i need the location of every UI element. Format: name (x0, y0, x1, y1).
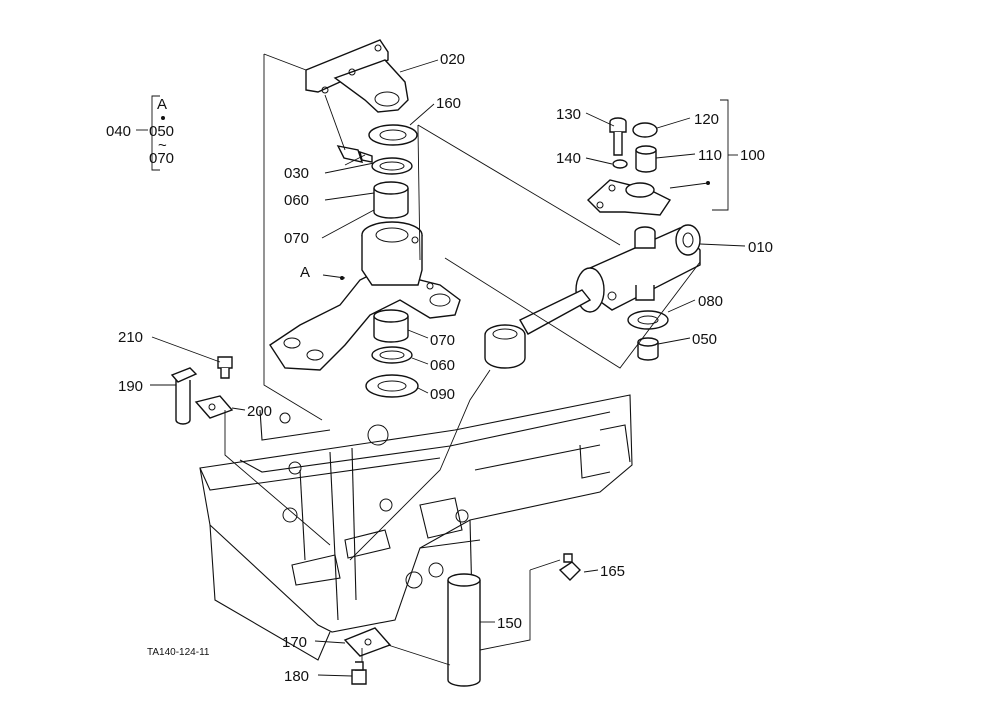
label-120: 120 (694, 111, 719, 128)
drawing-reference-code: TA140-124-11 (147, 647, 210, 658)
label-180: 180 (284, 668, 309, 685)
group-bracket-040 (136, 95, 160, 171)
assembly-lines (150, 53, 746, 677)
label-a-part: A (300, 264, 310, 281)
marker-dot (706, 181, 710, 185)
bolt-030 (336, 145, 373, 163)
label-210: 210 (118, 329, 143, 346)
label-190: 190 (118, 378, 143, 395)
knuckle-arm (269, 221, 461, 371)
plate-200 (194, 395, 234, 419)
label-080: 080 (698, 293, 723, 310)
pin-150 (447, 573, 481, 687)
bracket-100 (586, 179, 672, 216)
label-130: 130 (556, 106, 581, 123)
plate-170 (343, 627, 392, 657)
label-070-bottom: 070 (430, 332, 455, 349)
bolt-210 (217, 356, 233, 379)
label-200: 200 (247, 403, 272, 420)
label-030: 030 (284, 165, 309, 182)
label-150: 150 (497, 615, 522, 632)
cap-120 (632, 122, 658, 138)
label-110: 110 (698, 147, 722, 164)
label-165: 165 (600, 563, 625, 580)
steering-cylinder-010 (484, 224, 701, 369)
pin-190 (170, 367, 198, 425)
bracket-020 (305, 39, 409, 113)
label-050-group: 050 (149, 123, 174, 140)
label-a-group: A (157, 96, 167, 113)
front-axle-frame (199, 394, 633, 661)
bushing-070-top (373, 181, 409, 219)
bushing-050 (637, 337, 659, 361)
marker-dot (340, 276, 344, 280)
label-070-top: 070 (284, 230, 309, 247)
label-070-group: 070 (149, 150, 174, 167)
label-170: 170 (282, 634, 307, 651)
bushing-110 (635, 145, 657, 173)
label-160: 160 (436, 95, 461, 112)
label-040: 040 (106, 123, 131, 140)
group-bracket-100 (712, 99, 738, 211)
label-100: 100 (740, 147, 765, 164)
bolt-180 (351, 661, 367, 685)
seal-060-top (371, 157, 413, 175)
label-050: 050 (692, 331, 717, 348)
washer-140 (612, 159, 628, 169)
grease-fitting-165 (558, 553, 581, 581)
label-010: 010 (748, 239, 773, 256)
part-labels: 020 160 030 060 070 A 070 060 090 010 08… (106, 51, 773, 685)
bushing-070-bottom (373, 309, 409, 343)
label-020: 020 (440, 51, 465, 68)
label-060-bottom: 060 (430, 357, 455, 374)
label-140: 140 (556, 150, 581, 167)
label-090: 090 (430, 386, 455, 403)
washer-080 (627, 310, 669, 330)
washer-090 (365, 374, 419, 398)
bolt-130 (609, 117, 627, 156)
label-tilde: ~ (158, 137, 167, 154)
washer-160 (368, 124, 418, 146)
marker-dot (161, 116, 165, 120)
seal-060-bottom (371, 346, 413, 364)
label-060-top: 060 (284, 192, 309, 209)
